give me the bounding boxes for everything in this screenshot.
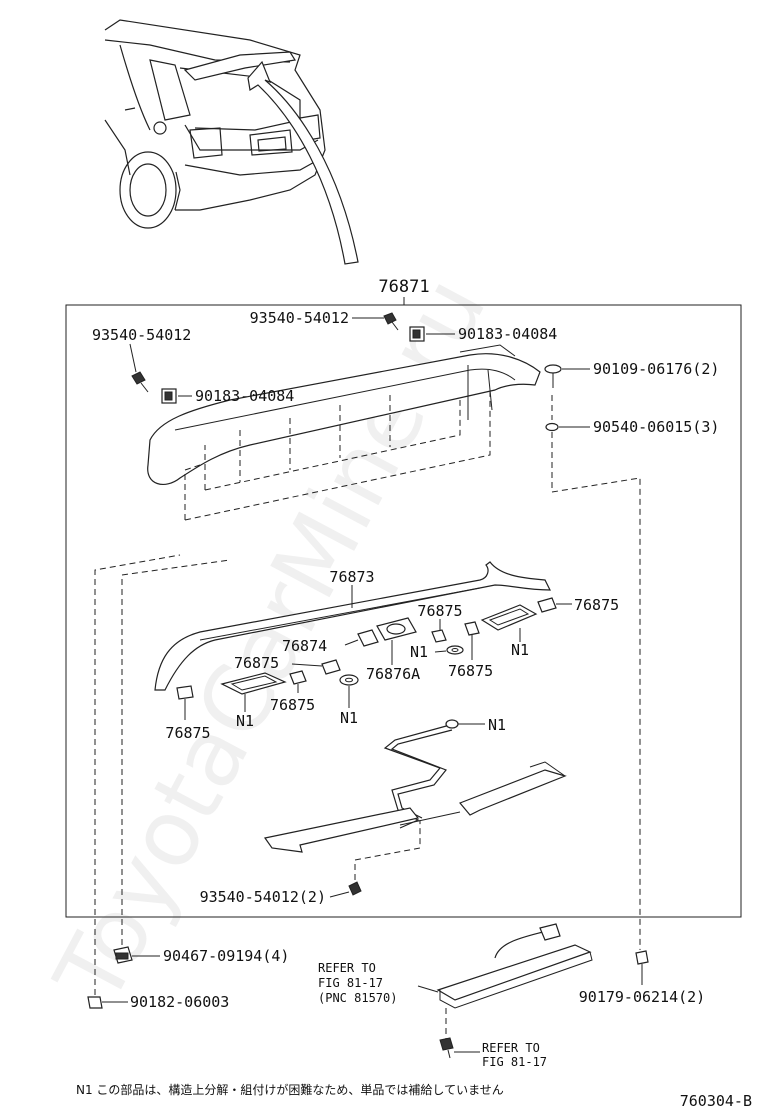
refer-lamp-line1: REFER TO [318,961,376,975]
label-spoiler-inner: 76873 [329,568,374,586]
refer-bolt-line1: REFER TO [482,1041,540,1055]
clip-right [635,950,649,985]
bolt-top [352,312,399,331]
clip-left [113,946,160,964]
label-pad-f: 76875 [165,724,210,742]
label-clip-left: 90467-09194(4) [163,947,289,965]
label-pad-a: 76875 [417,602,462,620]
pad-76875-top-center [431,619,447,643]
washer-right [545,395,641,950]
pad-76875-center-right [464,621,480,660]
n1-washer-left [339,674,359,708]
pad-76875-far-left [176,685,194,720]
bolt-left [129,343,149,393]
label-clip-right: 90179-06214(2) [579,988,705,1006]
label-n1-e: N1 [488,716,506,734]
label-nut-bottom-left: 90182-06003 [130,993,229,1011]
label-pad-e: 76875 [270,696,315,714]
leader-nut-bottom [94,554,181,995]
label-n1-c: N1 [340,709,358,727]
nut-top [409,326,455,342]
leader-clip-left [121,559,231,945]
assembly-frame [65,304,742,918]
refer-lamp-line3: (PNC 81570) [318,991,397,1005]
label-pad-d: 76875 [234,654,279,672]
pad-76875-right [537,597,572,613]
label-screw-right: 90109-06176(2) [593,360,719,378]
label-nut-left: 90183-04084 [195,387,294,405]
stop-lamp-reference [417,923,593,1040]
pad-76874 [344,629,379,647]
nut-bottom-left [87,996,128,1009]
pad-76875-mid-left [291,659,341,675]
wire-harness [263,719,567,880]
label-pad-c: 76875 [574,596,619,614]
rear-spoiler-assembly [147,344,541,521]
label-pad-b: 76875 [448,662,493,680]
label-n1-a: N1 [410,643,428,661]
assembly-number: 76871 [378,277,429,297]
label-n1-b: N1 [511,641,529,659]
label-bolt-left: 93540-54012 [92,326,191,344]
car-illustration [104,19,359,265]
pad-76876A [376,617,417,665]
bolt-harness [329,881,362,898]
n1-washer-center [434,645,464,655]
label-washer-right: 90540-06015(3) [593,418,719,436]
bolt-lamp [439,1037,480,1059]
inner-spoiler [154,561,551,691]
label-bolt-harness: 93540-54012(2) [200,888,326,906]
n1-bracket-left [220,672,287,712]
label-nut-top: 90183-04084 [458,325,557,343]
refer-lamp-line2: FIG 81-17 [318,976,383,990]
nut-left [161,388,192,404]
screw-right [544,364,590,388]
footnote: N1 この部品は、構造上分解・組付けが困難なため、単品では補給していません [76,1082,504,1097]
label-pad-76874: 76874 [282,637,327,655]
label-n1-d: N1 [236,712,254,730]
label-bolt-top: 93540-54012 [250,309,349,327]
pad-76875-mid [289,670,307,693]
refer-bolt-line2: FIG 81-17 [482,1055,547,1069]
n1-bracket-right [480,604,538,642]
label-pad-76876A: 76876A [366,665,420,683]
diagram-code: 760304-B [680,1092,752,1110]
